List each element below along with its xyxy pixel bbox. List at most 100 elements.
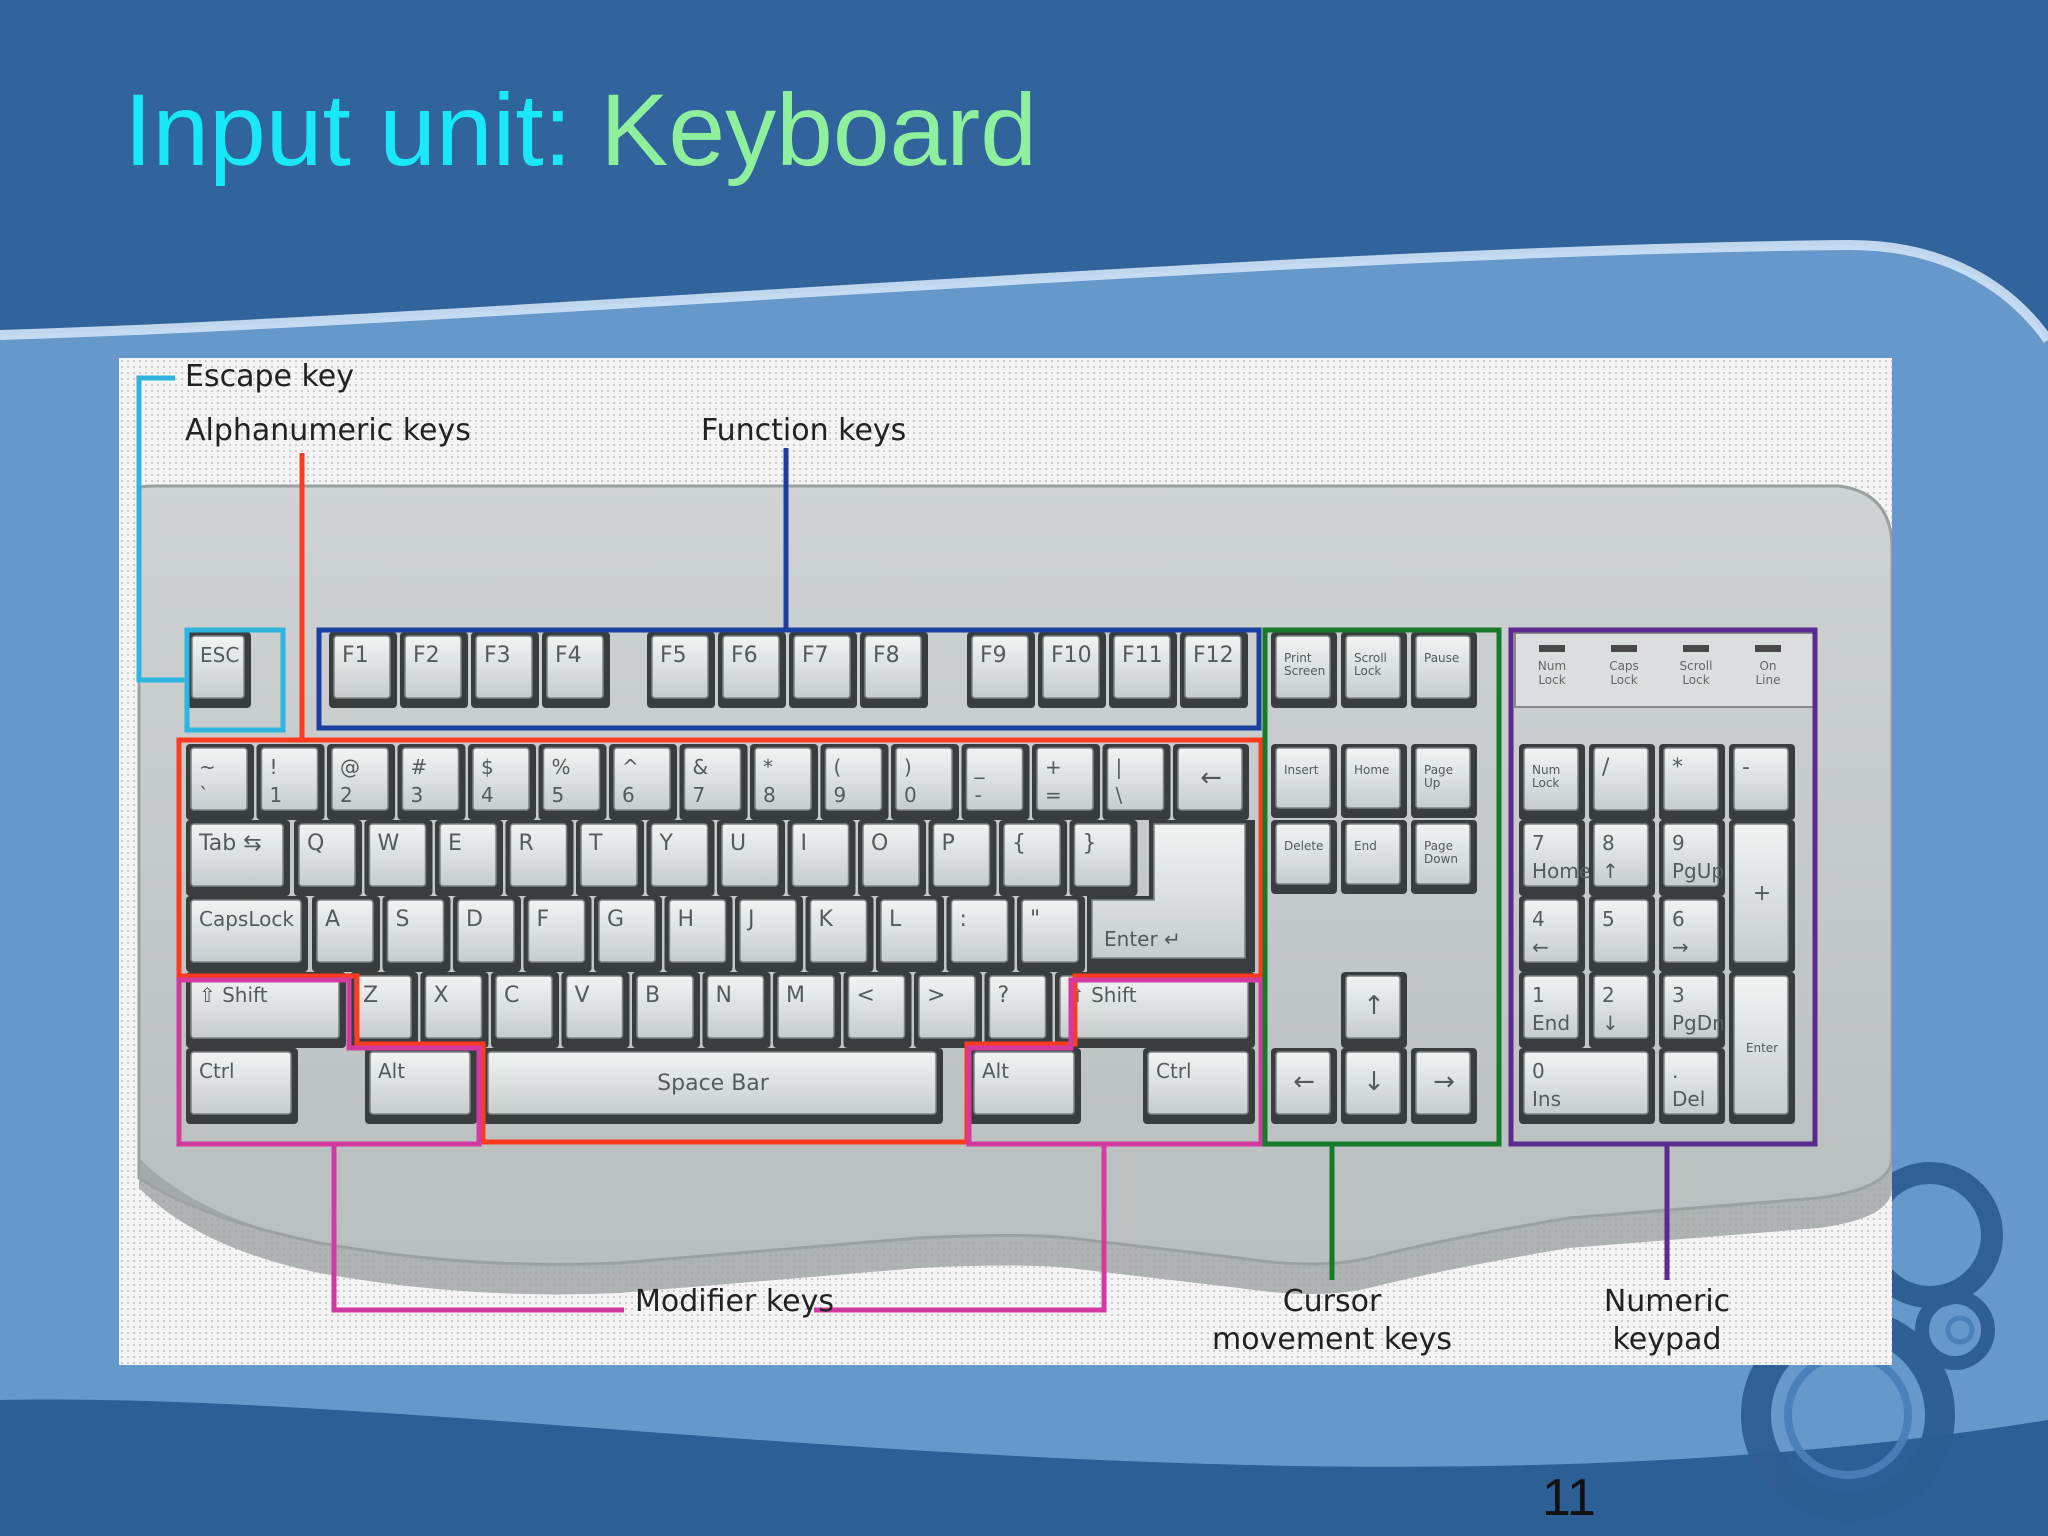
key-number-12[interactable]: += [1032, 744, 1100, 820]
key-arrow-up[interactable]: ↑ [1341, 972, 1407, 1048]
key-numpad-r1-2[interactable]: 6→ [1659, 896, 1725, 972]
key-numpad-r0-1[interactable]: 8↑ [1589, 820, 1655, 896]
key-f6[interactable]: F6 [718, 632, 786, 708]
key-backspace[interactable]: ← [1173, 744, 1249, 820]
key-3-z-row[interactable]: V [561, 972, 630, 1048]
key-9-z-row[interactable]: ? [984, 972, 1053, 1048]
key-1-a-row[interactable]: S [382, 896, 451, 972]
key-5-q-row[interactable]: Y [646, 820, 715, 896]
key-8-a-row[interactable]: L [876, 896, 944, 972]
key-2-z-row[interactable]: C [491, 972, 559, 1048]
key-number-9[interactable]: (9 [820, 744, 889, 820]
key-f3[interactable]: F3 [471, 632, 539, 708]
key-7-a-row[interactable]: K [805, 896, 874, 972]
key-1-z-row[interactable]: X [420, 972, 489, 1048]
key-7-z-row[interactable]: < [843, 972, 912, 1048]
key-f9[interactable]: F9 [967, 632, 1035, 708]
key-numpad-top-1[interactable]: / [1589, 744, 1655, 820]
key-number-7[interactable]: &7 [679, 744, 748, 820]
key-f8[interactable]: F8 [860, 632, 928, 708]
key-f2[interactable]: F2 [400, 632, 468, 708]
key-right-shift[interactable]: ⇧ Shift [1055, 972, 1255, 1048]
key-numpad-r2-1[interactable]: 2↓ [1589, 972, 1655, 1048]
key-capslock[interactable]: CapsLock [186, 896, 308, 972]
key-0-a-row[interactable]: A [312, 896, 380, 972]
key-tab[interactable]: Tab ⇆ [186, 820, 290, 896]
key-f12[interactable]: F12 [1180, 632, 1248, 708]
key-system-2[interactable]: Pause [1411, 632, 1477, 708]
key-f11[interactable]: F11 [1109, 632, 1177, 708]
key-left-shift[interactable]: ⇧ Shift [186, 972, 346, 1048]
key-number-0[interactable]: ~` [186, 744, 254, 820]
key-number-5[interactable]: %5 [538, 744, 607, 820]
key-7-q-row[interactable]: I [787, 820, 856, 896]
key-numpad-enter[interactable]: Enter [1729, 972, 1795, 1124]
key-number-11[interactable]: _- [961, 744, 1030, 820]
key-f5[interactable]: F5 [647, 632, 715, 708]
key-4-z-row[interactable]: B [632, 972, 700, 1048]
key-number-6[interactable]: ^6 [609, 744, 677, 820]
key-arrow-down[interactable]: ↓ [1341, 1048, 1407, 1124]
key-numpad-r1-1[interactable]: 5 [1589, 896, 1655, 972]
key-f1[interactable]: F1 [329, 632, 397, 708]
key-arrow-left[interactable]: ← [1271, 1048, 1337, 1124]
key-number-1[interactable]: !1 [256, 744, 325, 820]
key-nav-top-0[interactable]: Insert [1271, 744, 1337, 818]
key-number-3[interactable]: #3 [397, 744, 466, 820]
key-8-q-row[interactable]: O [858, 820, 926, 896]
key-number-10[interactable]: )0 [891, 744, 959, 820]
key-10-a-row[interactable]: " [1017, 896, 1085, 972]
key-number-13[interactable]: |\ [1102, 744, 1171, 820]
key-9-q-row[interactable]: P [928, 820, 997, 896]
key-arrow-right[interactable]: → [1411, 1048, 1477, 1124]
key-0-z-row[interactable]: Z [350, 972, 418, 1048]
key-6-a-row[interactable]: J [735, 896, 803, 972]
key-9-a-row[interactable]: : [946, 896, 1015, 972]
key-f4[interactable]: F4 [542, 632, 610, 708]
key-number-8[interactable]: *8 [750, 744, 818, 820]
key-11-q-row[interactable]: } [1069, 820, 1138, 896]
key-3-q-row[interactable]: R [505, 820, 574, 896]
key-1-q-row[interactable]: W [364, 820, 433, 896]
key-numpad-plus[interactable]: + [1729, 820, 1795, 972]
key-0-q-row[interactable]: Q [294, 820, 362, 896]
key-enter[interactable]: Enter ↵ [1087, 820, 1255, 972]
key-5-z-row[interactable]: N [702, 972, 771, 1048]
key-numpad-r1-0[interactable]: 4← [1519, 896, 1585, 972]
key-4-q-row[interactable]: T [576, 820, 644, 896]
key-f7[interactable]: F7 [789, 632, 857, 708]
key-numpad-dot[interactable]: .Del [1659, 1048, 1725, 1124]
key-left-alt[interactable]: Alt [365, 1048, 477, 1124]
key-4-a-row[interactable]: G [594, 896, 662, 972]
key-nav-bottom-0[interactable]: Delete [1271, 820, 1337, 894]
key-number-4[interactable]: $4 [468, 744, 536, 820]
key-8-z-row[interactable]: > [914, 972, 982, 1048]
key-nav-top-1[interactable]: Home [1341, 744, 1407, 818]
key-nav-bottom-1[interactable]: End [1341, 820, 1407, 894]
key-2-a-row[interactable]: D [453, 896, 521, 972]
key-5-a-row[interactable]: H [664, 896, 733, 972]
key-6-q-row[interactable]: U [717, 820, 785, 896]
key-f10[interactable]: F10 [1038, 632, 1106, 708]
key-10-q-row[interactable]: { [999, 820, 1067, 896]
key-3-a-row[interactable]: F [523, 896, 592, 972]
key-space[interactable]: Space Bar [483, 1048, 943, 1124]
key-numpad-top-2[interactable]: * [1659, 744, 1725, 820]
key-left-ctrl[interactable]: Ctrl [186, 1048, 298, 1124]
key-2-q-row[interactable]: E [435, 820, 503, 896]
key-right-alt[interactable]: Alt [969, 1048, 1081, 1124]
key-esc[interactable]: ESC [187, 632, 251, 708]
key-number-2[interactable]: @2 [327, 744, 395, 820]
key-6-z-row[interactable]: M [773, 972, 841, 1048]
key-right-ctrl[interactable]: Ctrl [1143, 1048, 1255, 1124]
